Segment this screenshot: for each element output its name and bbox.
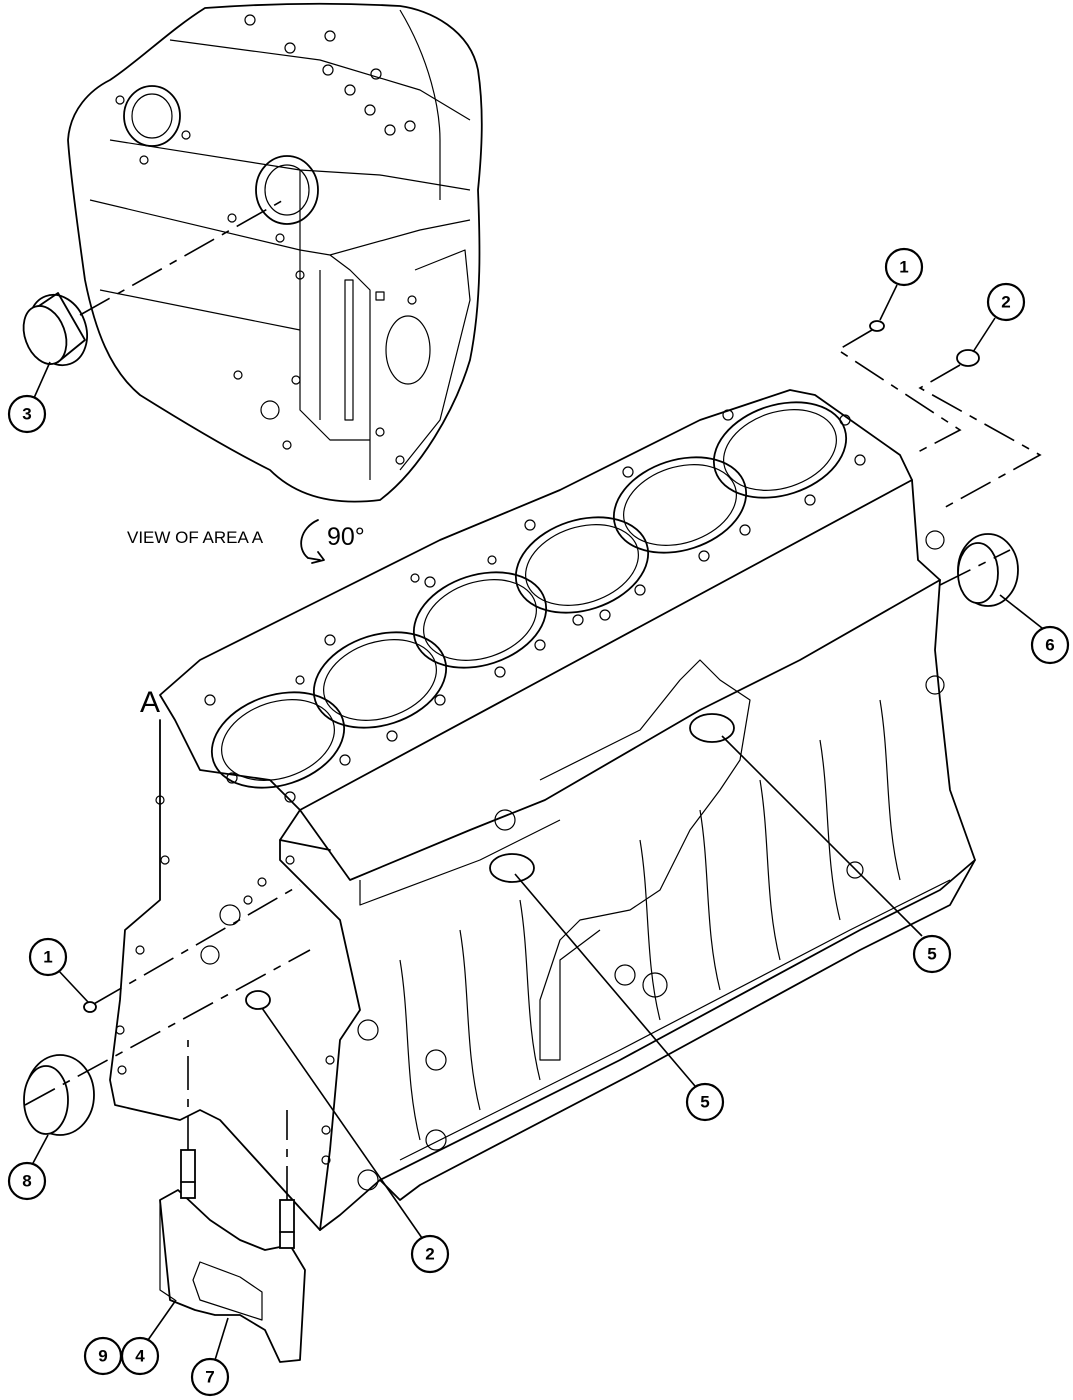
svg-text:2: 2 — [1001, 293, 1010, 312]
svg-text:4: 4 — [135, 1347, 145, 1366]
callout-1-front: 1 — [28, 937, 89, 1003]
part-1-lower-installation-line — [91, 884, 301, 1006]
callout-4: 4 — [120, 1299, 177, 1376]
rotation-arrow-icon — [300, 519, 325, 564]
part-1-lower-plug — [83, 1001, 97, 1013]
callout-2-top: 2 — [972, 282, 1026, 353]
svg-text:2: 2 — [425, 1245, 434, 1264]
part-3-installation-line — [79, 197, 288, 316]
cam-bore-front — [489, 853, 535, 883]
callout-5-lower: 5 — [514, 873, 725, 1122]
callout-1-top: 1 — [879, 247, 924, 321]
svg-text:5: 5 — [927, 945, 936, 964]
deck-holes — [204, 409, 866, 803]
svg-text:6: 6 — [1045, 636, 1054, 655]
side-cover-plate — [539, 659, 751, 1061]
callout-7: 7 — [190, 1317, 230, 1397]
view-of-area-label: VIEW OF AREA A — [127, 528, 264, 547]
svg-text:3: 3 — [22, 405, 31, 424]
area-a-marker: A — [140, 686, 160, 719]
rotation-label: 90° — [327, 523, 365, 551]
callout-3: 3 — [7, 361, 51, 434]
part-6-installation-line — [939, 549, 1011, 586]
svg-text:8: 8 — [22, 1172, 31, 1191]
detail-view-area-a — [67, 2, 483, 503]
cylinder-block: A — [109, 389, 976, 1231]
svg-text:9: 9 — [98, 1347, 107, 1366]
callout-5-right: 5 — [721, 735, 952, 974]
callout-9: 9 — [83, 1336, 123, 1376]
part-6-rear-cup-plug — [957, 533, 1019, 607]
cylinder-bores — [210, 401, 848, 789]
part-2-upper-plug — [956, 349, 980, 367]
part-2-upper-installation-line — [918, 364, 1042, 511]
svg-text:7: 7 — [205, 1368, 214, 1387]
svg-text:1: 1 — [899, 258, 908, 277]
callout-8: 8 — [7, 1134, 49, 1201]
part-4-main-bearing-bolt-right — [279, 1199, 295, 1249]
part-2-lower-plug — [245, 990, 271, 1010]
part-1-upper-plug — [869, 320, 885, 332]
part-1-upper-installation-line — [836, 329, 962, 453]
callout-6: 6 — [999, 594, 1070, 665]
svg-text:5: 5 — [700, 1093, 709, 1112]
callout-2-front: 2 — [261, 1007, 450, 1274]
crankcase-webs — [399, 699, 901, 1141]
cam-bore-rear — [689, 713, 735, 743]
part-4-main-bearing-bolt-left — [180, 1149, 196, 1199]
part-7-main-bearing-cap — [159, 1189, 306, 1363]
front-face-holes — [115, 795, 335, 1165]
side-bosses — [357, 530, 945, 1191]
part-3-cup-plug — [22, 292, 88, 367]
svg-text:1: 1 — [43, 948, 52, 967]
part-8-front-cup-plug — [23, 1054, 95, 1136]
part-8-installation-line — [24, 949, 311, 1106]
